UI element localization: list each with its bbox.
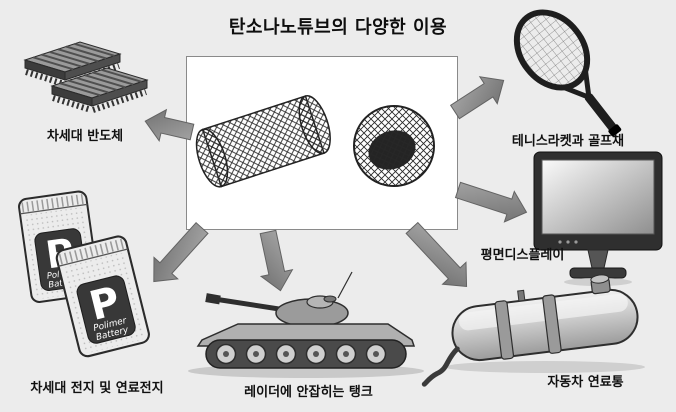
fuel-tank-illustration xyxy=(421,274,645,387)
arrow-to-tank xyxy=(259,229,294,292)
label-tennis-racket-golf: 테니스라켓과 골프채 xyxy=(511,134,625,149)
label-stealth-tank: 레이더에 안잡히는 탱크 xyxy=(244,385,373,400)
label-semiconductor: 차세대 반도체 xyxy=(46,129,124,144)
flat-display-illustration xyxy=(533,151,663,286)
polymer-batteries-illustration xyxy=(18,191,151,358)
diagram-title: 탄소나노튜브의 다양한 이용 xyxy=(228,17,448,38)
nanotube-ring-illustration xyxy=(353,105,435,187)
arrow-to-display xyxy=(454,181,528,223)
arrow-to-tennis xyxy=(449,76,505,120)
arrow-to-battery xyxy=(153,221,209,283)
tank-illustration xyxy=(188,271,424,378)
label-battery-fuel-cell: 차세대 전지 및 연료전지 xyxy=(30,381,164,396)
arrow-to-semiconductor xyxy=(144,108,195,143)
arrow-to-fuel xyxy=(405,221,468,288)
semiconductor-chips-illustration xyxy=(25,42,147,110)
label-car-fuel-tank: 자동차 연료통 xyxy=(547,375,624,390)
label-flat-display: 평면디스플레이 xyxy=(480,248,565,263)
nanotube-cylinder-illustration xyxy=(195,95,331,188)
tennis-racket-illustration xyxy=(513,9,622,137)
